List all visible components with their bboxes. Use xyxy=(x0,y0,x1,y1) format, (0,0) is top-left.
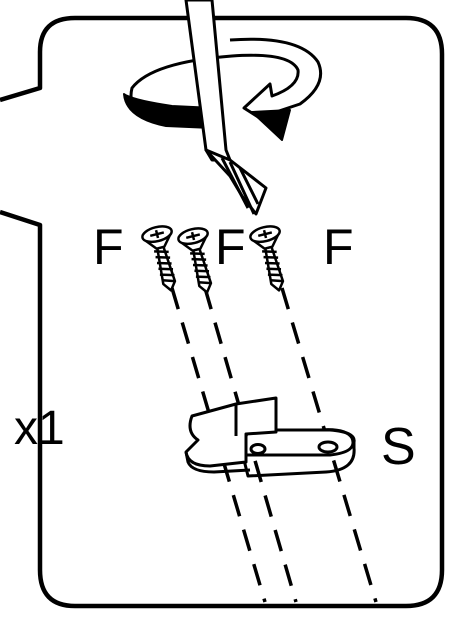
screw-part-label: F xyxy=(93,219,124,275)
bracket-part-label: S xyxy=(381,418,416,476)
phillips-screw-icon xyxy=(247,222,295,296)
screw-part-label: F xyxy=(215,219,246,275)
quantity-label: x1 xyxy=(14,402,65,455)
bracket-part xyxy=(184,396,356,478)
phillips-screw-icon xyxy=(139,222,187,296)
callout-frame xyxy=(0,15,445,609)
screw-part-label: F xyxy=(323,219,354,275)
screwdriver-icon xyxy=(184,0,268,216)
clockwise-rotation-arrow-icon xyxy=(123,37,323,141)
